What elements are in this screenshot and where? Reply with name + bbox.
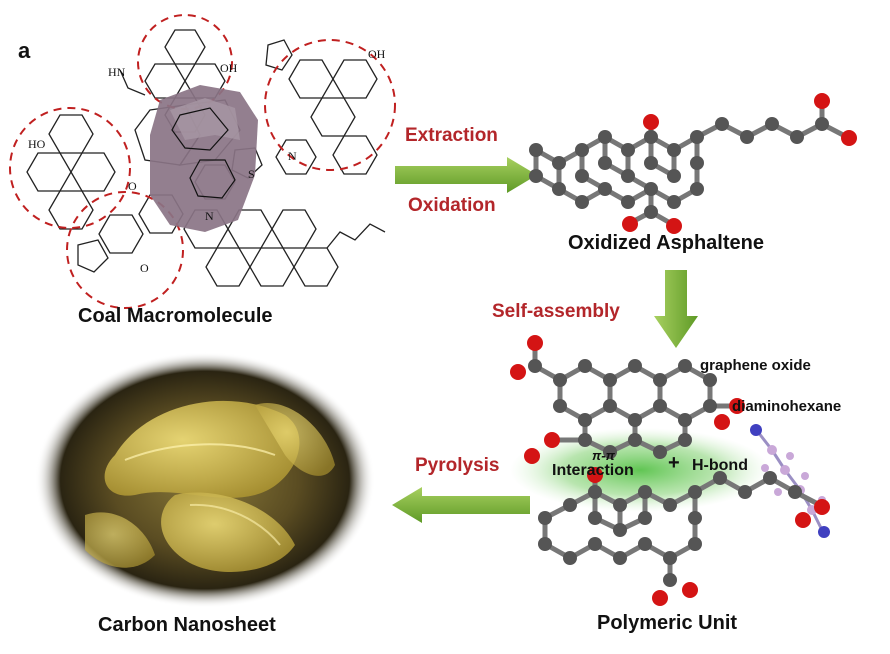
atom-label-o-mid: O bbox=[128, 179, 137, 193]
step-oxidation-label: Oxidation bbox=[408, 195, 496, 216]
step-pyrolysis-label: Pyrolysis bbox=[415, 455, 500, 476]
h-bond-label: H-bond bbox=[692, 457, 748, 474]
panel-letter: a bbox=[18, 38, 31, 63]
oxidized-asphaltene-label: Oxidized Asphaltene bbox=[568, 232, 764, 254]
atom-label-s-right: S bbox=[248, 167, 255, 181]
arrow-left-icon bbox=[392, 487, 530, 523]
atom-label-o-bottom: O bbox=[140, 261, 149, 275]
carbon-nanosheet-sem-image bbox=[35, 352, 375, 608]
polymeric-unit-label: Polymeric Unit bbox=[597, 612, 738, 634]
atom-label-ho-left: HO bbox=[28, 137, 46, 151]
step-extraction-label: Extraction bbox=[405, 125, 498, 146]
diaminohexane-label: diaminohexane bbox=[732, 398, 842, 415]
graphene-oxide-label: graphene oxide bbox=[700, 357, 811, 374]
coal-macromolecule-label: Coal Macromolecule bbox=[78, 305, 273, 327]
atom-label-n-bottom: N bbox=[205, 209, 214, 223]
interaction-label: Interaction bbox=[552, 462, 634, 479]
atom-label-hn: HN bbox=[108, 65, 126, 79]
arrow-right-icon bbox=[395, 157, 537, 193]
plus-sign: + bbox=[668, 452, 680, 474]
step-self-assembly-label: Self-assembly bbox=[492, 301, 620, 322]
carbon-nanosheet-label: Carbon Nanosheet bbox=[98, 614, 276, 636]
atom-label-oh-right: OH bbox=[368, 47, 386, 61]
atom-label-oh-top: OH bbox=[220, 61, 238, 75]
arrow-down-icon bbox=[654, 270, 698, 348]
pi-pi-label: π-π bbox=[592, 448, 615, 463]
atom-label-n-right: N bbox=[288, 149, 297, 163]
